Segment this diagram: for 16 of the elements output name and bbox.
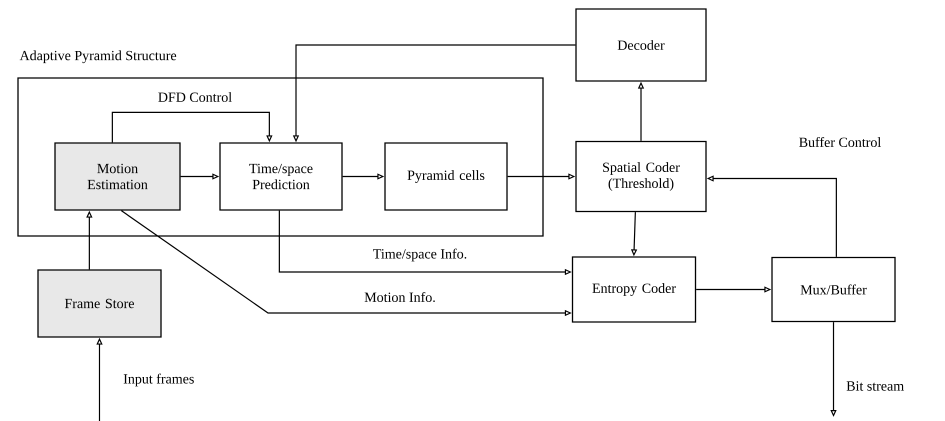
process-box: Pyramid cells	[384, 142, 508, 211]
process-box: Frame Store	[37, 269, 162, 338]
edge-label: Bit stream	[846, 381, 904, 391]
process-box: Time/space Prediction	[219, 142, 343, 211]
process-box: Mux/Buffer	[771, 256, 896, 322]
edge-label: Input frames	[124, 374, 194, 386]
node-label: Adaptive Pyramid Structure	[20, 50, 176, 64]
process-box: Spatial Coder (Threshold)	[575, 140, 707, 212]
edge-label: Time/space Info.	[373, 248, 466, 262]
edge-label: Motion Info.	[364, 292, 435, 302]
edge-label: Buffer Control	[799, 137, 881, 147]
process-box: Entropy Coder	[572, 256, 696, 323]
edge-label: DFD Control	[158, 92, 232, 102]
process-box: Motion Estimation	[54, 142, 181, 211]
process-box: Decoder	[575, 8, 707, 82]
arrow	[112, 112, 273, 142]
